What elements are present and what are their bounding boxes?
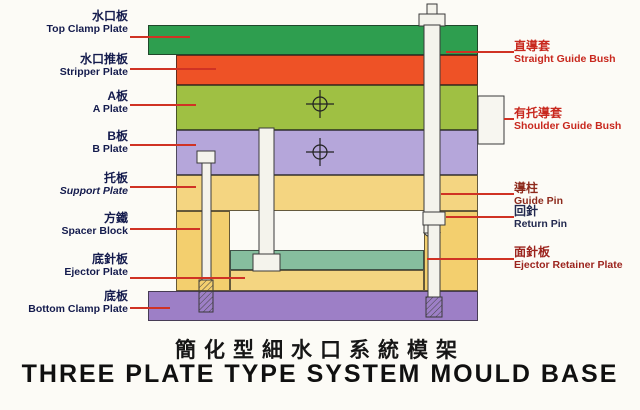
label-en: Top Clamp Plate [46,23,128,36]
label-zh: 托板 [103,171,128,185]
leader-a-plate [130,104,196,106]
pins-overlay [196,3,505,318]
label-top-clamp-plate: 水口板 Top Clamp Plate [2,9,128,36]
title-english: THREE PLATE TYPE SYSTEM MOULD BASE [21,360,619,388]
leader-spacer-block [130,228,200,230]
guide-pin [418,3,446,238]
label-en: Stripper Plate [59,66,128,79]
ejector-plate [230,270,424,291]
label-zh: 方鐵 [103,211,128,225]
label-zh: 面針板 [514,245,551,259]
label-en: Ejector Retainer Plate [514,259,623,272]
leader-top-clamp-plate [130,36,190,38]
label-zh: 有托導套 [514,106,563,120]
label-en: A Plate [92,103,128,116]
label-zh: 底針板 [91,252,128,266]
label-zh: 回針 [514,204,539,218]
label-support-plate: 托板 Support Plate [2,171,128,198]
label-en: Straight Guide Bush [514,53,616,66]
leader-ejector-retainer-plate [427,258,514,260]
label-b-plate: B板 B Plate [2,129,128,156]
leader-support-plate [130,186,196,188]
label-shoulder-guide-bush: 有托導套 Shoulder Guide Bush [514,106,638,133]
label-ejector-plate: 底針板 Ejector Plate [2,252,128,279]
title-chinese: 簡化型細水口系統模架 [175,339,465,362]
top-clamp-plate [148,25,478,55]
label-en: Return Pin [514,218,568,231]
leader-straight-guide-bush [446,51,514,53]
label-en: Shoulder Guide Bush [514,120,622,133]
label-zh: 導柱 [514,181,539,195]
leader-return-pin [446,216,514,218]
label-en: Bottom Clamp Plate [28,303,128,316]
label-en: Spacer Block [61,225,128,238]
label-ejector-retainer-plate: 面針板 Ejector Retainer Plate [514,245,638,272]
support-bolt [196,150,216,313]
center-pin [252,127,281,272]
leader-shoulder-guide-bush [504,118,514,120]
label-straight-guide-bush: 直導套 Straight Guide Bush [514,39,638,66]
leader-guide-pin [441,193,514,195]
label-a-plate: A板 A Plate [2,89,128,116]
label-zh: 底板 [103,289,128,303]
label-spacer-block: 方鐵 Spacer Block [2,211,128,238]
label-guide-pin: 導柱 Guide Pin [514,181,638,208]
label-en: Ejector Plate [64,266,128,279]
shoulder-guide-bush-marker [477,95,505,145]
label-en: Guide Pin [514,195,564,208]
leader-ejector-plate [130,277,245,279]
crosshair-a-plate [306,90,334,118]
label-en: B Plate [92,143,128,156]
label-zh: 水口推板 [79,52,128,66]
label-zh: B板 [107,129,128,143]
label-zh: A板 [107,89,128,103]
label-stripper-plate: 水口推板 Stripper Plate [2,52,128,79]
label-zh: 水口板 [91,9,128,23]
return-pin [422,211,446,318]
crosshair-b-plate [306,138,334,166]
leader-stripper-plate [130,68,216,70]
leader-bottom-clamp-plate [130,307,170,309]
label-zh: 直導套 [514,39,551,53]
label-return-pin: 回針 Return Pin [514,204,638,231]
label-bottom-clamp-plate: 底板 Bottom Clamp Plate [2,289,128,316]
label-en: Support Plate [59,185,128,198]
leader-b-plate [130,144,196,146]
